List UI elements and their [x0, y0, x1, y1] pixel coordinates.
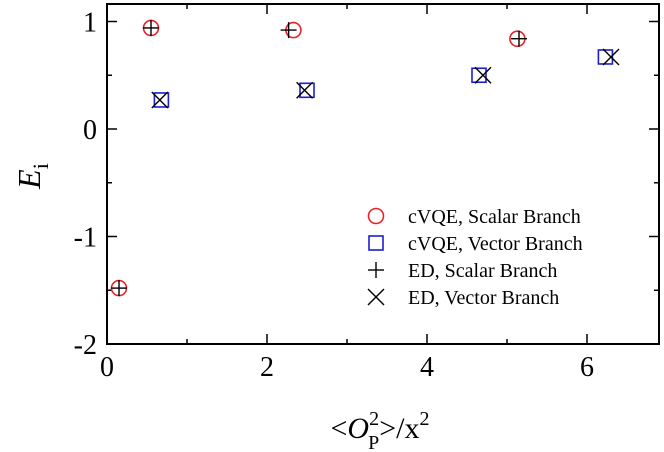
axis-ticks	[106, 4, 659, 345]
x-tick-label: 2	[260, 352, 274, 383]
data-point	[474, 66, 492, 84]
x-tick-label: 0	[100, 352, 114, 383]
x-b	[151, 91, 169, 109]
x-b	[474, 66, 492, 84]
data-marks	[110, 19, 620, 297]
legend: cVQE, Scalar Branch cVQE, Vector BranchED…	[367, 206, 583, 309]
data-point	[151, 91, 169, 109]
legend-label: cVQE, Vector Branch	[408, 233, 583, 255]
y-tick-label: -1	[74, 223, 97, 254]
y-tick-label: 0	[83, 115, 97, 146]
data-point	[296, 81, 314, 99]
data-point	[143, 19, 159, 36]
y-tick-label: 1	[83, 8, 97, 39]
tick-labels: 0 2 4 6 1 0 -1 -2	[74, 8, 594, 384]
legend-label: ED, Scalar Branch	[408, 260, 557, 282]
y-axis-title: Ei	[11, 163, 53, 190]
legend-marker	[368, 262, 384, 278]
legend-marker	[367, 207, 385, 225]
series-3	[151, 48, 620, 109]
plot-frame	[106, 3, 660, 345]
data-point	[511, 30, 527, 47]
x-b	[602, 48, 620, 66]
x-b	[367, 288, 385, 306]
legend-label: cVQE, Scalar Branch	[408, 206, 581, 228]
data-point	[280, 22, 297, 39]
series-2	[111, 19, 527, 297]
data-point	[602, 48, 620, 66]
data-point	[299, 82, 315, 99]
series-1	[153, 49, 614, 108]
x-tick-label: 4	[420, 352, 434, 383]
legend-label: ED, Vector Branch	[408, 287, 559, 309]
data-point	[471, 67, 487, 84]
x-tick-label: 6	[580, 352, 594, 383]
data-point	[153, 92, 170, 108]
x-b	[296, 81, 314, 99]
legend-marker	[367, 288, 385, 306]
y-tick-label: -2	[74, 330, 97, 361]
legend-marker	[368, 235, 384, 251]
data-point	[111, 280, 127, 297]
data-point	[597, 49, 614, 65]
